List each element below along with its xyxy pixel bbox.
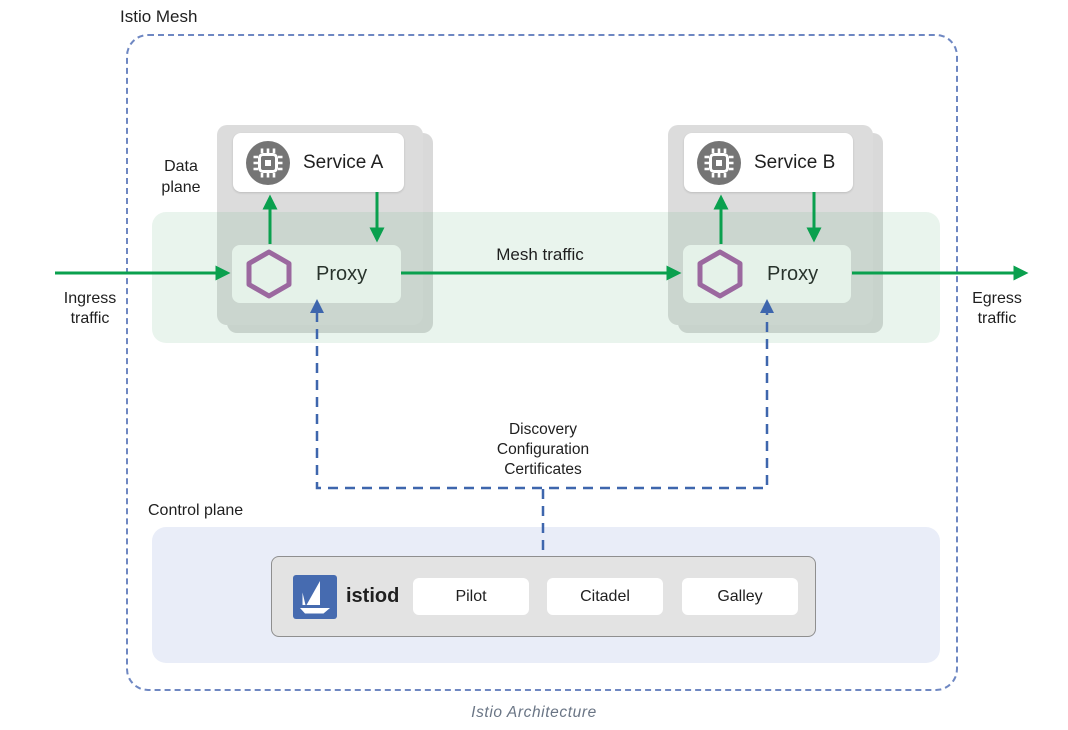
ingress-label-line1: Ingress [63, 290, 117, 307]
ingress-label-line2: traffic [70, 310, 110, 327]
control-flow-discovery: Discovery [508, 421, 578, 438]
data-plane-label: Data plane [161, 158, 201, 196]
control-flow-configuration: Configuration [496, 441, 590, 458]
proxy-b-label: Proxy [767, 262, 819, 285]
proxy-b-box: Proxy [683, 245, 851, 303]
istiod-component-galley: Galley [682, 578, 798, 615]
envoy-hexagon-icon [697, 249, 743, 299]
envoy-hexagon-icon [246, 249, 292, 299]
proxy-a-box: Proxy [232, 245, 401, 303]
ingress-traffic-label: Ingress traffic [53, 289, 127, 329]
egress-label-line1: Egress [972, 290, 1022, 307]
microchip-icon [246, 140, 290, 185]
istiod-component-citadel: Citadel [547, 578, 663, 615]
mesh-traffic-label: Mesh traffic [496, 245, 584, 264]
istiod-component-pilot: Pilot [413, 578, 529, 615]
egress-traffic-label: Egress traffic [960, 289, 1034, 329]
istio-sail-glyph [300, 581, 330, 614]
control-plane-label: Control plane [148, 502, 244, 519]
microchip-icon [697, 140, 741, 185]
egress-label-line2: traffic [977, 310, 1017, 327]
istio-sailboat-logo-icon [293, 575, 337, 619]
service-a-label: Service A [303, 151, 384, 173]
mesh-traffic-band [152, 212, 940, 343]
control-flow-certificates: Certificates [504, 461, 582, 478]
service-b-box: Service B [684, 133, 853, 192]
istiod-label: istiod [346, 585, 400, 607]
istio-mesh-boundary [126, 34, 958, 691]
istio-mesh-title: Istio Mesh [120, 7, 198, 26]
proxy-a-label: Proxy [316, 262, 368, 285]
istiod-box: istiod Pilot Citadel Galley [271, 556, 816, 637]
service-b-label: Service B [754, 151, 836, 173]
service-a-box: Service A [233, 133, 404, 192]
diagram-caption: Istio Architecture [471, 704, 597, 721]
control-flow-label: Discovery Configuration Certificates [443, 420, 643, 480]
